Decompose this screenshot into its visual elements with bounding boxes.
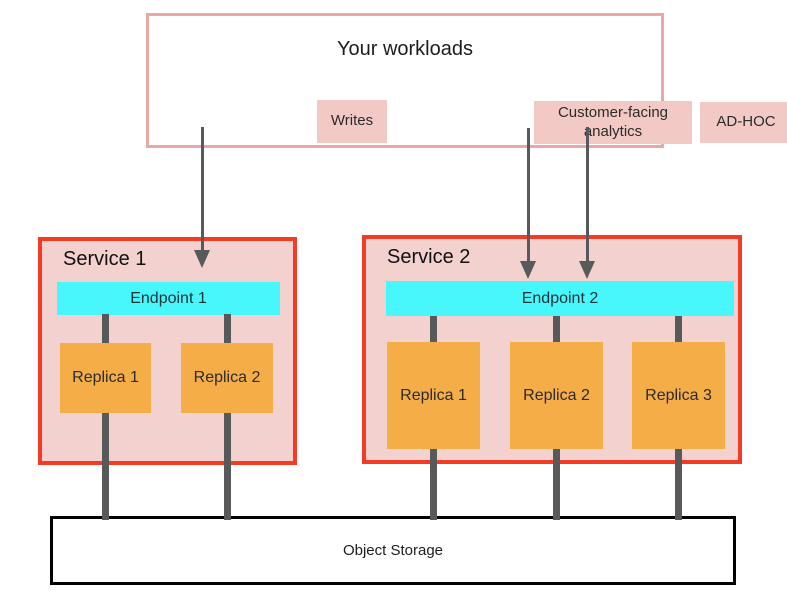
service1-replica2: Replica 2 [181,343,273,413]
workload-ad-hoc: AD-HOC [700,102,787,143]
arrow-down-icon [520,261,536,279]
connector-line [224,314,231,343]
arrow-down-icon [579,261,595,279]
connector-line [675,449,682,520]
connector-line [102,314,109,343]
service2-replica1: Replica 1 [387,342,480,449]
connector-line [430,316,437,342]
service1-endpoint: Endpoint 1 [57,282,280,315]
connector-line [675,316,682,342]
service2-box: Service 2 Endpoint 2 Replica 1 Replica 2… [362,235,742,464]
arrow-writes-to-endpoint1 [201,127,204,250]
service2-replica2: Replica 2 [510,342,603,449]
arrow-adhoc-to-endpoint2 [586,127,589,261]
connector-line [224,413,231,520]
workload-writes: Writes [317,100,387,143]
connector-line [430,449,437,520]
service1-title: Service 1 [63,248,147,270]
arrow-down-icon [194,250,210,268]
arrow-analytics-to-endpoint2 [527,128,530,261]
service2-endpoint: Endpoint 2 [386,281,734,316]
connector-line [553,316,560,342]
service1-replica1: Replica 1 [60,343,151,413]
service2-title: Service 2 [387,246,471,268]
connector-line [553,449,560,520]
workloads-title: Your workloads [336,38,473,60]
service1-box: Service 1 Endpoint 1 Replica 1 Replica 2 [38,237,297,465]
object-storage-box: Object Storage [50,516,736,585]
workload-customer-facing-analytics: Customer-facing analytics [534,101,692,144]
service2-replica3: Replica 3 [632,342,725,449]
connector-line [102,413,109,520]
workloads-box: Your workloads Writes Customer-facing an… [146,13,787,148]
